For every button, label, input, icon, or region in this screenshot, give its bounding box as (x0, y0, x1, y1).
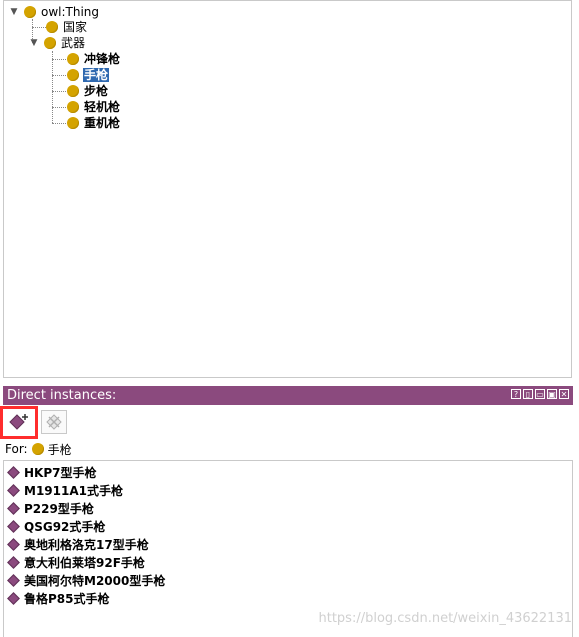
for-label: For: (5, 442, 28, 456)
delete-individual-button[interactable] (41, 410, 67, 434)
tree-node-label: 武器 (61, 36, 86, 50)
for-class-row: For: 手枪 (5, 441, 72, 457)
individual-icon (7, 591, 20, 605)
expand-toggle-icon[interactable]: ▼ (30, 38, 38, 48)
tree-connector (52, 123, 66, 124)
window-controls: ? ▯ ▭ ▣ ✕ (511, 389, 569, 399)
help-button[interactable]: ? (511, 389, 521, 399)
tree-node-submachine-gun[interactable]: 冲锋枪 (67, 51, 121, 67)
expand-toggle-icon[interactable]: ▼ (10, 7, 18, 17)
tree-connector (52, 59, 66, 60)
list-item[interactable]: HKP7型手枪 (7, 464, 97, 480)
tree-connector (52, 51, 53, 123)
class-icon (44, 37, 56, 49)
individual-name: 美国柯尔特M2000型手枪 (24, 573, 166, 588)
tree-node-label: 步枪 (84, 84, 109, 98)
add-individual-button[interactable] (6, 410, 32, 434)
class-icon (67, 101, 79, 113)
tree-node-country[interactable]: 国家 (46, 19, 88, 35)
class-icon (46, 21, 58, 33)
tree-node-label: 重机枪 (84, 116, 121, 130)
tree-node-label: 轻机枪 (84, 100, 121, 114)
tree-node-pistol[interactable]: 手枪 (67, 67, 111, 83)
tree-connector (32, 27, 46, 28)
close-button[interactable]: ✕ (559, 389, 569, 399)
individual-icon (7, 555, 20, 569)
list-item[interactable]: 意大利伯莱塔92F手枪 (7, 554, 145, 570)
direct-instances-header: Direct instances: ? ▯ ▭ ▣ ✕ (3, 386, 573, 405)
minimize-button[interactable]: ▭ (535, 389, 545, 399)
tree-node-label: owl:Thing (41, 5, 100, 19)
class-icon (67, 85, 79, 97)
class-icon (67, 53, 79, 65)
individual-name: HKP7型手枪 (24, 465, 97, 480)
individual-icon (7, 483, 20, 497)
list-item[interactable]: 鲁格P85式手枪 (7, 590, 110, 606)
for-class-name: 手枪 (47, 442, 72, 457)
individual-name: M1911A1式手枪 (24, 483, 123, 498)
tree-connector (52, 107, 66, 108)
tree-node-heavy-machine-gun[interactable]: 重机枪 (67, 115, 121, 131)
panel-title: Direct instances: (7, 388, 117, 403)
tree-node-light-machine-gun[interactable]: 轻机枪 (67, 99, 121, 115)
individual-icon (7, 537, 20, 551)
tree-node-weapon[interactable]: ▼ 武器 (28, 35, 86, 51)
individual-name: QSG92式手枪 (24, 519, 106, 534)
list-item[interactable]: M1911A1式手枪 (7, 482, 123, 498)
tree-connector (52, 91, 66, 92)
tree-node-owl-thing[interactable]: ▼ owl:Thing (8, 4, 100, 20)
class-icon (24, 6, 36, 18)
list-item[interactable]: P229型手枪 (7, 500, 94, 516)
maximize-button[interactable]: ▣ (547, 389, 557, 399)
class-icon (31, 443, 44, 455)
individual-name: 意大利伯莱塔92F手枪 (24, 555, 145, 570)
tree-node-label: 国家 (63, 20, 88, 34)
tree-node-label: 冲锋枪 (84, 52, 121, 66)
delete-individual-icon (46, 414, 62, 430)
split-view-button[interactable]: ▯ (523, 389, 533, 399)
tree-node-rifle[interactable]: 步枪 (67, 83, 109, 99)
class-hierarchy-tree[interactable]: ▼ owl:Thing 国家 ▼ 武器 冲锋枪 手枪 步枪 轻机枪 重机枪 (3, 0, 572, 378)
tree-connector (52, 75, 66, 76)
individual-name: P229型手枪 (24, 501, 94, 516)
class-icon (67, 69, 79, 81)
individual-icon (7, 501, 20, 515)
add-individual-icon (9, 414, 28, 430)
tree-node-label-selected: 手枪 (81, 67, 111, 83)
list-item[interactable]: QSG92式手枪 (7, 518, 105, 534)
individual-name: 鲁格P85式手枪 (24, 591, 110, 606)
list-item[interactable]: 美国柯尔特M2000型手枪 (7, 572, 165, 588)
list-item[interactable]: 奥地利格洛克17型手枪 (7, 536, 149, 552)
individual-name: 奥地利格洛克17型手枪 (24, 537, 149, 552)
individual-icon (7, 573, 20, 587)
instances-list[interactable]: HKP7型手枪 M1911A1式手枪 P229型手枪 QSG92式手枪 奥地利格… (3, 460, 573, 637)
watermark: https://blog.csdn.net/weixin_43622131 (318, 611, 572, 626)
class-icon (67, 117, 79, 129)
individual-icon (7, 519, 20, 533)
tree-connector (32, 19, 33, 43)
individual-icon (7, 465, 20, 479)
